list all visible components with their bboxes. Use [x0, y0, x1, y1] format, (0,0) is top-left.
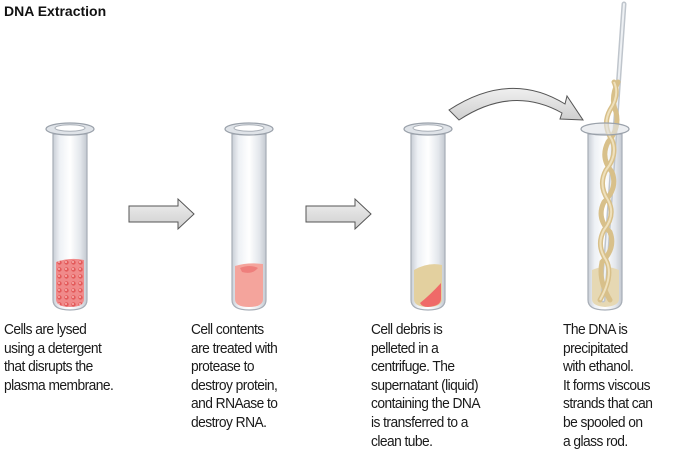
- caption-line: is transferred to a: [371, 413, 468, 431]
- pellet: [420, 283, 441, 307]
- caption-line: destroy protein,: [191, 376, 278, 394]
- tube-4-dna-spooled: [580, 1, 630, 311]
- caption-line: centrifuge. The: [371, 358, 455, 376]
- caption-line: protease to: [191, 358, 255, 376]
- caption-line: It forms viscous: [563, 376, 651, 394]
- step-1-caption: Cells are lysed using a detergent that d…: [4, 321, 114, 395]
- curved-arrow-icon: [448, 88, 584, 121]
- cell-pellet: [56, 258, 84, 307]
- caption-line: precipitated: [563, 339, 628, 357]
- step-4-caption: The DNA is precipitated with ethanol. It…: [563, 321, 653, 451]
- caption-line: The DNA is: [563, 321, 628, 338]
- caption-line: Cell contents: [191, 321, 264, 338]
- caption-line: Cells are lysed: [4, 321, 87, 338]
- caption-line: are treated with: [191, 339, 278, 357]
- caption-line: supernatant (liquid): [371, 376, 479, 394]
- caption-line: containing the DNA: [371, 395, 481, 413]
- caption-line: using a detergent: [4, 339, 102, 357]
- caption-line: a glass rod.: [563, 432, 628, 450]
- caption-line: with ethanol.: [563, 358, 634, 376]
- caption-line: and RNAase to: [191, 395, 278, 413]
- step-3-caption: Cell debris is pelleted in a centrifuge.…: [371, 321, 481, 451]
- diagram-title: DNA Extraction: [4, 3, 107, 19]
- caption-line: Cell debris is: [371, 321, 443, 338]
- caption-line: clean tube.: [371, 432, 433, 450]
- caption-line: that disrupts the: [4, 358, 93, 376]
- tube-2-treated-contents: [224, 122, 274, 311]
- arrow-right-icon: [305, 197, 372, 231]
- caption-line: be spooled on: [563, 413, 643, 431]
- step-2-caption: Cell contents are treated with protease …: [191, 321, 278, 433]
- caption-line: plasma membrane.: [4, 376, 114, 394]
- tube-1-lysed-cells: [45, 122, 95, 311]
- caption-line: pelleted in a: [371, 339, 439, 357]
- caption-line: destroy RNA.: [191, 413, 267, 431]
- caption-line: strands that can: [563, 395, 653, 413]
- arrow-right-icon: [128, 197, 195, 231]
- lysate-liquid: [235, 263, 263, 307]
- tube-3-centrifuged: [403, 122, 453, 311]
